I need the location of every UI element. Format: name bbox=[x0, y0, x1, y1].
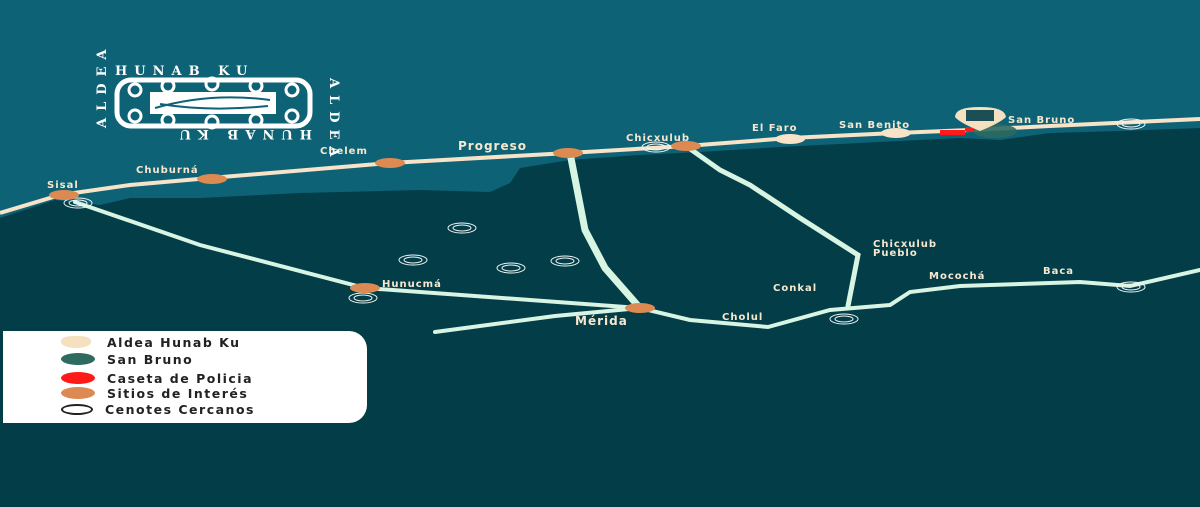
label-baca: Baca bbox=[1043, 266, 1074, 277]
label-chelem: Chelem bbox=[320, 146, 368, 157]
site-dot-chuburna bbox=[197, 174, 227, 184]
cenote-icon bbox=[829, 313, 859, 325]
legend-item-police: Caseta de Policia bbox=[61, 370, 253, 386]
site-dot-chicxulub bbox=[671, 141, 701, 151]
legend-label: San Bruno bbox=[107, 351, 194, 367]
police-dot bbox=[940, 130, 965, 135]
svg-text:HUNAB KU: HUNAB KU bbox=[115, 64, 254, 79]
svg-text:ALDEA: ALDEA bbox=[95, 43, 110, 130]
el-faro-dot bbox=[775, 134, 805, 144]
legend-label: Caseta de Policia bbox=[107, 370, 254, 386]
police-marker bbox=[965, 127, 975, 132]
label-san-bruno: San Bruno bbox=[1008, 115, 1075, 126]
cenote-icon bbox=[1116, 118, 1146, 130]
logo: HUNAB KU HUNAB KU ALDEA ALDEA bbox=[95, 43, 341, 164]
sites bbox=[49, 141, 701, 313]
label-mococha: Mocochá bbox=[929, 270, 985, 282]
cenote-icon bbox=[496, 262, 526, 274]
label-chicxulub: Chicxulub bbox=[626, 133, 690, 144]
cenote-icon bbox=[398, 254, 428, 266]
site-dot-merida bbox=[625, 303, 655, 313]
place-labels: Sisal Chuburná Chelem Progreso Chicxulub… bbox=[47, 115, 1075, 328]
label-chuburna: Chuburná bbox=[136, 164, 199, 176]
aldea-marker-icon bbox=[61, 336, 91, 348]
legend-item-aldea: Aldea Hunab Ku bbox=[61, 334, 241, 350]
legend-label: Aldea Hunab Ku bbox=[107, 334, 241, 350]
svg-text:ALDEA: ALDEA bbox=[326, 77, 341, 164]
police-dot-icon bbox=[61, 372, 95, 384]
label-hunucma: Hunucmá bbox=[382, 278, 442, 290]
legend-item-cenotes: Cenotes Cercanos bbox=[61, 401, 255, 417]
cenote-icon bbox=[1116, 281, 1146, 293]
cenote-icon bbox=[63, 197, 93, 209]
label-cholul: Cholul bbox=[722, 312, 763, 323]
label-el-faro: El Faro bbox=[752, 123, 798, 134]
site-dot-icon bbox=[61, 387, 95, 399]
logo-emblem bbox=[114, 77, 313, 129]
cenote-icon bbox=[641, 141, 671, 153]
cenote-icon bbox=[61, 403, 93, 415]
cenote-icon bbox=[447, 222, 477, 234]
san-bruno-dot-icon bbox=[61, 353, 95, 365]
label-merida: Mérida bbox=[575, 314, 628, 328]
site-dot-chelem bbox=[375, 158, 405, 168]
legend-item-sites: Sitios de Interés bbox=[61, 385, 248, 401]
legend-item-san-bruno: San Bruno bbox=[61, 351, 193, 367]
legend-label: Cenotes Cercanos bbox=[105, 401, 255, 417]
san-benito-dot bbox=[881, 128, 911, 138]
lagoon bbox=[130, 166, 560, 196]
label-san-benito: San Benito bbox=[839, 120, 910, 131]
site-dot-sisal bbox=[49, 190, 79, 200]
label-sisal: Sisal bbox=[47, 180, 79, 191]
site-dot-progreso bbox=[553, 148, 583, 158]
label-chicxulub-pueblo: Chicxulub bbox=[873, 239, 937, 250]
legend: Aldea Hunab Ku San Bruno Caseta de Polic… bbox=[3, 331, 367, 423]
legend-label: Sitios de Interés bbox=[107, 385, 249, 401]
svg-text:HUNAB KU: HUNAB KU bbox=[173, 126, 312, 141]
cenote-icon bbox=[348, 292, 378, 304]
label-chicxulub-pueblo-2: Pueblo bbox=[873, 248, 918, 259]
site-dot-hunucma bbox=[350, 283, 380, 293]
label-conkal: Conkal bbox=[773, 283, 817, 294]
cenotes bbox=[63, 118, 1146, 325]
label-progreso: Progreso bbox=[458, 139, 527, 153]
cenote-icon bbox=[550, 255, 580, 267]
aldea-marker-icon[interactable] bbox=[955, 107, 1006, 131]
